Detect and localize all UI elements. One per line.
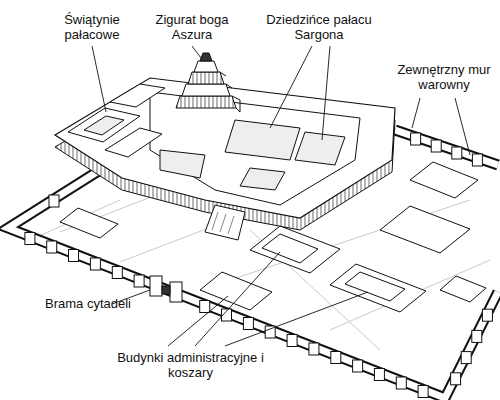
leader-line [168,252,368,346]
ziggurat-edge [220,72,240,112]
building-court [345,272,405,301]
wall-tower [482,309,492,321]
ziggurat-shrine [200,53,212,61]
ziggurat-tier [188,72,224,84]
leader-lines [92,46,470,346]
leader-line [92,46,106,112]
wall-tower [374,369,384,381]
wall-tower [309,343,319,355]
palace-court [160,150,205,178]
building [250,226,340,273]
part-label: Świątynie pałacowe [52,12,132,42]
building-court [262,234,318,263]
part-label: Budynki administracyjne i koszary [108,350,273,380]
gate-tower [150,276,162,296]
wall-tower [200,301,210,313]
palace [150,92,360,205]
wall-tower [331,352,341,364]
gate-tower [170,282,182,302]
part-label: Zigurat boga Aszura [152,12,232,42]
ramp-steps [212,212,234,234]
wall-tower [396,377,406,389]
wall-tower [134,275,144,287]
wall-tower [90,258,100,270]
building [330,264,426,312]
part-label: Zewnętrzny mur warowny [392,62,496,92]
wall-outline [8,130,498,398]
building [200,272,272,310]
palace-terrace [55,78,395,240]
ramp [205,205,245,240]
ziggurat-tier [182,84,230,96]
temple-court [84,116,124,135]
wall-tower [461,352,471,364]
wall-tower [69,250,79,262]
wall-tower [452,147,462,159]
temple [105,128,162,157]
leader-line [270,46,330,140]
wall-tower [451,373,461,385]
temple [110,84,165,107]
outer-wall [8,130,498,398]
wall-tower [243,318,253,330]
gate [150,276,182,302]
building [410,162,478,198]
building [380,206,470,253]
wall-tower [25,233,35,245]
temples [68,84,165,157]
ziggurat-tier [194,61,218,72]
wall-tower [472,154,482,166]
part-label: Brama cytadeli [28,296,148,311]
wall-tower [411,133,421,145]
wall-tower [49,195,59,207]
palace-court [225,120,300,160]
palace-court [295,132,345,165]
terrace-top [55,78,395,218]
building [440,276,486,302]
wall-tower [287,335,297,347]
gate-passage [162,286,170,294]
wall-tower [418,386,428,398]
wall-walk [8,130,498,398]
leader-line [412,98,470,155]
wall-tower [431,140,441,152]
wall-tower [353,360,363,372]
wall-tower [47,241,57,253]
ziggurat [176,53,240,112]
palace-court [240,168,285,190]
palace-block [150,92,360,205]
part-label: Dziedzińce pałacu Sargona [258,12,380,42]
leader-line [192,46,201,58]
wall-tower [472,330,482,342]
ziggurat-tier [176,96,236,108]
wall-tower [112,267,122,279]
building [60,208,118,238]
